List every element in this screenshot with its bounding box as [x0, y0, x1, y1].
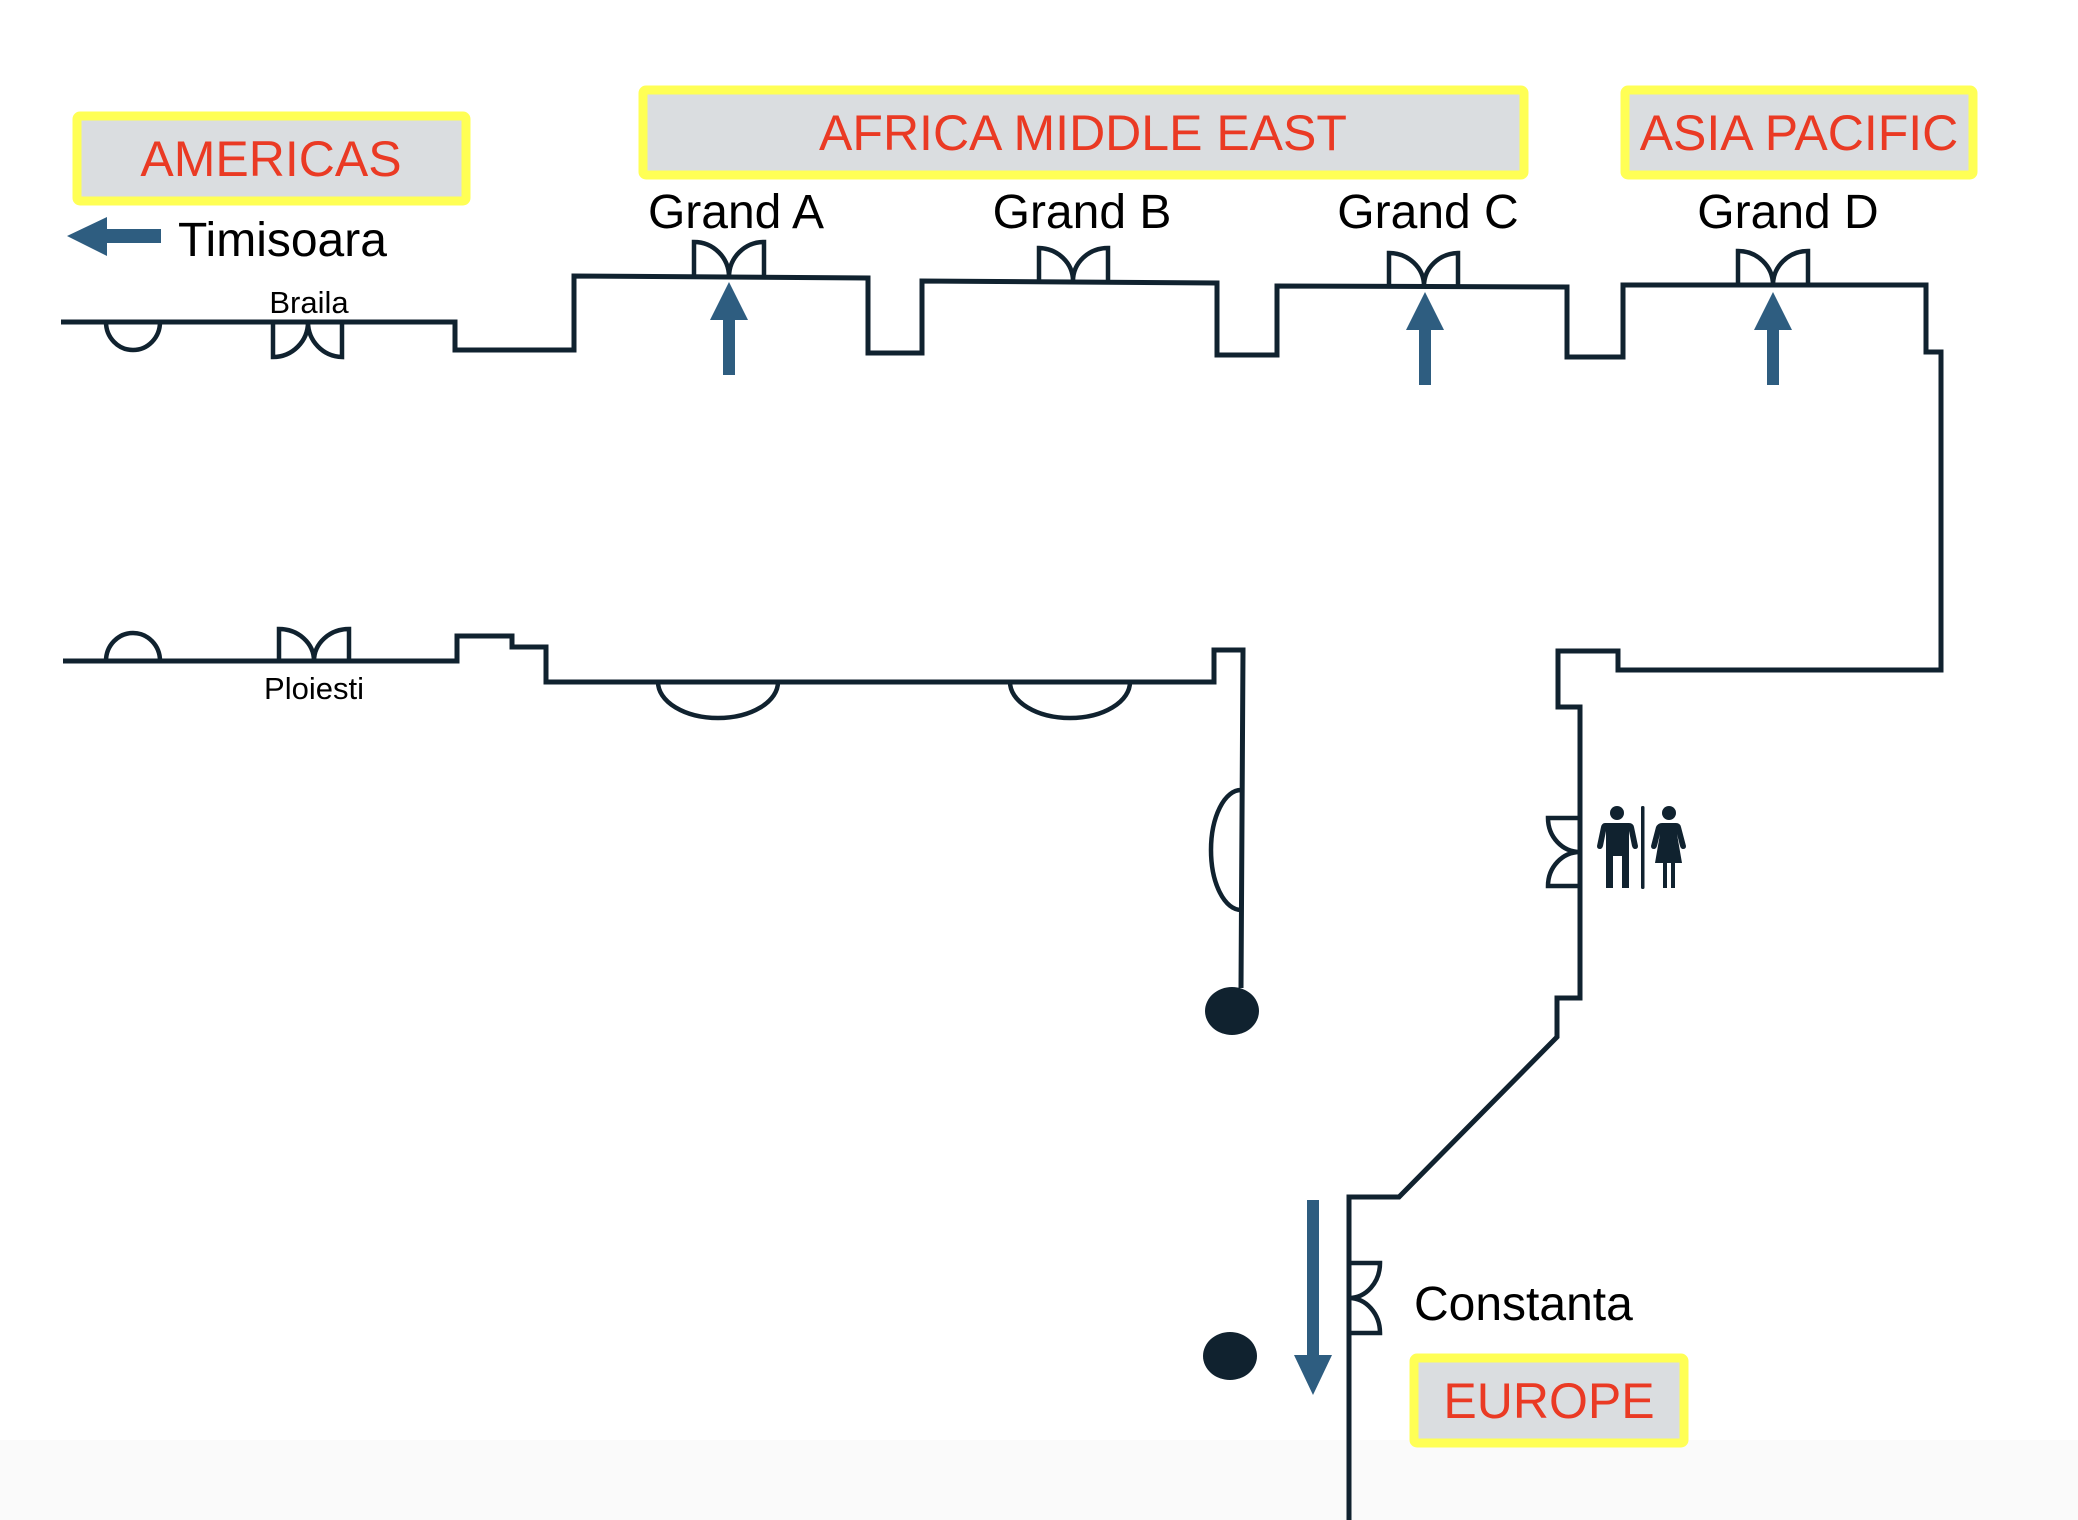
region-text-africa-middle-east: AFRICA MIDDLE EAST — [819, 105, 1347, 161]
door-icon — [691, 239, 767, 278]
region-label-asia-pacific: ASIA PACIFIC — [1620, 85, 1978, 180]
arrow-left-icon — [67, 217, 161, 256]
door-icon — [103, 630, 163, 662]
region-box-africa-middle-east — [638, 85, 1529, 180]
door-icon — [1735, 248, 1811, 286]
wall-south-corridor — [63, 633, 1246, 989]
room-label-timisoara: Timisoara — [178, 214, 387, 267]
region-text-americas: AMERICAS — [140, 131, 401, 187]
column-icon — [1205, 987, 1259, 1035]
region-label-europe: EUROPE — [1409, 1353, 1689, 1448]
door-icon — [655, 681, 781, 721]
region-text-asia-pacific: ASIA PACIFIC — [1640, 105, 1959, 161]
arrow-down-icon — [1294, 1200, 1332, 1395]
region-label-africa-middle-east: AFRICA MIDDLE EAST — [638, 85, 1529, 180]
restroom-icon — [1597, 806, 1686, 889]
man-icon — [1597, 806, 1638, 888]
region-box-europe — [1409, 1353, 1689, 1448]
floor-shade — [0, 1440, 2078, 1520]
door-icon — [103, 321, 163, 353]
door-icon — [1007, 681, 1133, 721]
door-icon — [1545, 815, 1581, 889]
arrow-up-icon — [1754, 292, 1792, 385]
room-label-braila: Braila — [269, 285, 349, 320]
wall-north-corridor — [61, 273, 1944, 1520]
room-label-constanta: Constanta — [1414, 1278, 1633, 1331]
region-box-asia-pacific — [1620, 85, 1978, 180]
arrow-up-icon — [710, 282, 748, 375]
region-label-americas: AMERICAS — [72, 111, 471, 206]
column-icon — [1203, 1332, 1257, 1380]
room-label-grand-d: Grand D — [1697, 186, 1878, 239]
region-text-europe: EUROPE — [1443, 1373, 1654, 1429]
woman-icon — [1651, 806, 1686, 888]
restroom-divider — [1641, 806, 1645, 889]
region-box-americas — [72, 111, 471, 206]
door-icon — [1348, 1260, 1383, 1336]
door-icon — [1386, 250, 1461, 287]
door-icon — [270, 321, 345, 360]
door-icon — [276, 626, 352, 662]
room-label-grand-b: Grand B — [993, 186, 1172, 239]
room-label-ploiesti: Ploiesti — [264, 671, 364, 706]
door-icon — [1208, 787, 1242, 913]
arrow-up-icon — [1406, 292, 1444, 385]
room-label-grand-c: Grand C — [1337, 186, 1518, 239]
door-icon — [1036, 245, 1111, 282]
room-label-grand-a: Grand A — [648, 186, 824, 239]
